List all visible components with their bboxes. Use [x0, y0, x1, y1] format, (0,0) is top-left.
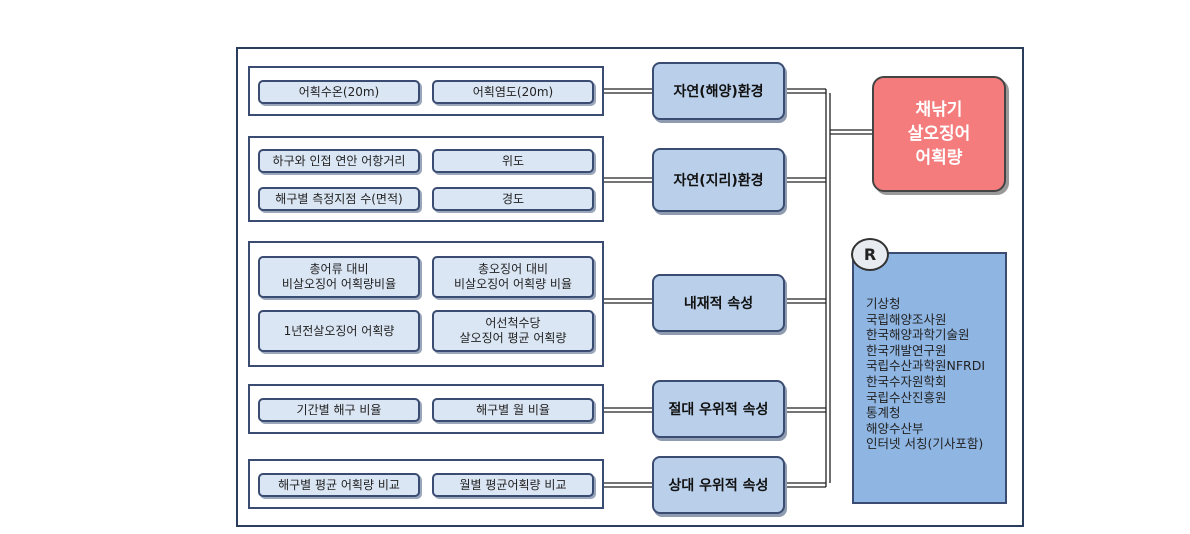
source-item: 국립수산진흥원 [866, 389, 947, 405]
source-item: 기상청 [866, 296, 901, 311]
source-item: 국립수산과학원NFRDI [866, 358, 986, 374]
category-label: 절대 우위적 속성 [668, 402, 769, 418]
target-squid-catch: 채낚기 살오징어 어획량 [872, 76, 1006, 192]
item-latitude: 위도 [432, 149, 594, 173]
item-label: 위도 [501, 153, 525, 168]
item-label: 해구별 월 비율 [476, 402, 550, 417]
source-item: 한국해양과학기술원 [866, 327, 970, 343]
item-label-line1: 총오징어 대비 [477, 262, 549, 276]
item-last-year-catch: 1년전살오징어 어획량 [258, 310, 420, 352]
item-catch-temperature: 어획수온(20m) [258, 80, 420, 104]
category-absolute-advantage: 절대 우위적 속성 [652, 380, 785, 438]
item-label: 경도 [501, 191, 525, 206]
target-line-1: 채낚기 [915, 100, 963, 120]
item-label: 하구와 인접 연안 어항거리 [272, 153, 406, 168]
data-sources-panel: 기상청 국립해양조사원 한국해양과학기술원 한국개발연구원 국립수산과학원NFR… [852, 252, 1007, 504]
item-monthly-ratio: 해구별 월 비율 [432, 398, 594, 422]
item-label-line2: 비살오징어 어획량비율 [281, 277, 397, 291]
source-item: 해양수산부 [866, 420, 924, 436]
item-label: 어획염도(20m) [472, 84, 554, 99]
item-label-line1: 어선척수당 [485, 316, 541, 330]
target-line-2: 살오징어 [907, 124, 971, 144]
category-intrinsic-attribute: 내재적 속성 [652, 274, 785, 332]
item-label: 월별 평균어획량 비교 [459, 477, 567, 492]
item-catch-salinity: 어획염도(20m) [432, 80, 594, 104]
item-month-avg-compare: 월별 평균어획량 비교 [432, 473, 594, 497]
source-item: 한국수자원학회 [866, 373, 947, 389]
item-label-line1: 총어류 대비 [309, 262, 369, 276]
category-label: 자연(해양)환경 [673, 84, 764, 100]
item-estuary-distance: 하구와 인접 연안 어항거리 [258, 149, 420, 173]
category-label: 내재적 속성 [683, 296, 754, 312]
item-label: 해구별 측정지점 수(면적) [275, 191, 403, 206]
item-longitude: 경도 [432, 187, 594, 211]
item-label-line2: 비살오징어 어획량 비율 [453, 277, 573, 291]
item-label: 1년전살오징어 어획량 [283, 323, 395, 338]
item-label: 해구별 평균 어획량 비교 [278, 477, 400, 492]
item-measurement-points: 해구별 측정지점 수(면적) [258, 187, 420, 211]
source-item: 인터넷 서칭(기사포함) [866, 436, 984, 452]
item-area-avg-compare: 해구별 평균 어획량 비교 [258, 473, 420, 497]
item-label-line2: 살오징어 평균 어획량 [459, 331, 567, 345]
category-relative-advantage: 상대 우위적 속성 [652, 456, 785, 514]
category-label: 상대 우위적 속성 [668, 478, 769, 494]
category-marine-environment: 자연(해양)환경 [652, 62, 785, 120]
item-label: 기간별 해구 비율 [296, 402, 382, 417]
source-item: 국립해양조사원 [866, 311, 947, 327]
item-period-ratio: 기간별 해구 비율 [258, 398, 420, 422]
r-badge: R [851, 238, 889, 271]
badge-label: R [863, 245, 877, 264]
category-label: 자연(지리)환경 [673, 173, 764, 189]
category-geographic-environment: 자연(지리)환경 [652, 148, 785, 212]
source-item: 통계청 [866, 405, 901, 421]
target-line-3: 어획량 [915, 148, 963, 168]
source-item: 한국개발연구원 [866, 342, 947, 358]
item-label: 어획수온(20m) [298, 84, 380, 99]
